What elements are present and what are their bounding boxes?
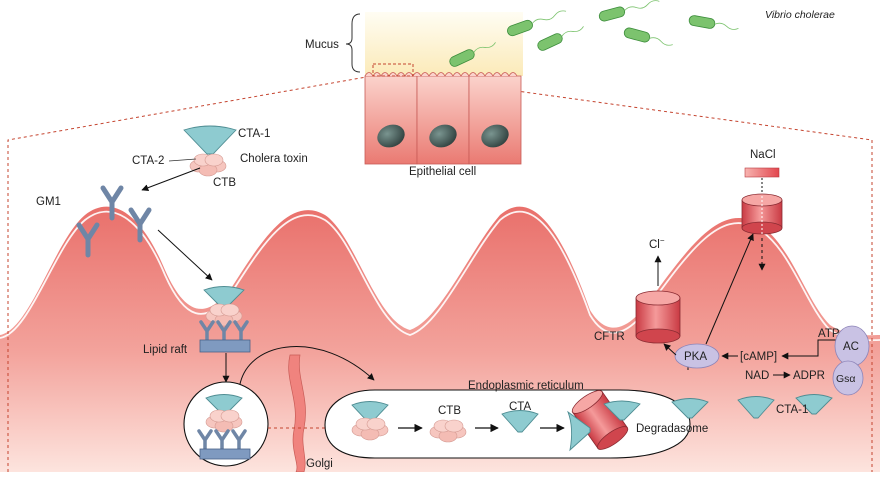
- nacl-bar: [744, 167, 780, 178]
- cta1-cytosol: [737, 396, 775, 419]
- ac-label: AC: [843, 341, 859, 353]
- endocytic-vesicle: [183, 381, 269, 467]
- cftr-channel: [635, 290, 681, 344]
- epithelial-cells: [364, 63, 522, 165]
- nad-label: NAD: [745, 370, 769, 382]
- cta1-gsa-bound: [795, 394, 833, 415]
- cftr-label: CFTR: [594, 331, 625, 343]
- ctb-top-label: CTB: [213, 177, 236, 189]
- cta1-top-label: CTA-1: [238, 128, 270, 140]
- nacl-label: NaCl: [750, 149, 776, 161]
- atp-label: ATP: [818, 328, 840, 340]
- cta2-label: CTA-2: [132, 155, 164, 167]
- vibrio-label: Vibrio cholerae: [765, 9, 835, 21]
- lipid-raft-complex: [199, 286, 251, 353]
- pka-label: PKA: [684, 351, 707, 363]
- adpr-label: ADPR: [793, 370, 825, 382]
- lipid-raft-label: Lipid raft: [143, 344, 188, 356]
- degradasome-label: Degradasome: [636, 423, 708, 435]
- gsa-protein: [832, 360, 864, 396]
- epithelial-cell-label: Epithelial cell: [409, 166, 476, 178]
- cholera-toxin-complex: [183, 125, 237, 177]
- gm1-label: GM1: [36, 196, 61, 208]
- mucus-label: Mucus: [305, 39, 339, 51]
- cholera-toxin-label: Cholera toxin: [240, 153, 308, 165]
- degradasome-channel: [567, 390, 641, 452]
- gsa-label: Gsα: [836, 373, 856, 385]
- er-label: Endoplasmic reticulum: [468, 380, 584, 392]
- cta-er-label: CTA: [509, 401, 531, 413]
- nacl-channel: [741, 193, 783, 235]
- pka-enzyme: [674, 343, 720, 369]
- cl-label: Cl−: [649, 236, 665, 251]
- golgi-label: Golgi: [306, 458, 333, 470]
- cta1-bottom-label: CTA-1: [776, 404, 808, 416]
- er-toxin-complex: [351, 401, 389, 441]
- free-cta1-er: [671, 398, 709, 419]
- camp-label: [cAMP]: [740, 351, 777, 363]
- er-cta: [501, 410, 539, 433]
- ctb-er-label: CTB: [438, 405, 461, 417]
- zoom-frame: [7, 75, 873, 472]
- mucus-brace: [345, 13, 361, 73]
- mucus-layer: [365, 12, 523, 76]
- vibrio-bacteria: [447, 0, 739, 69]
